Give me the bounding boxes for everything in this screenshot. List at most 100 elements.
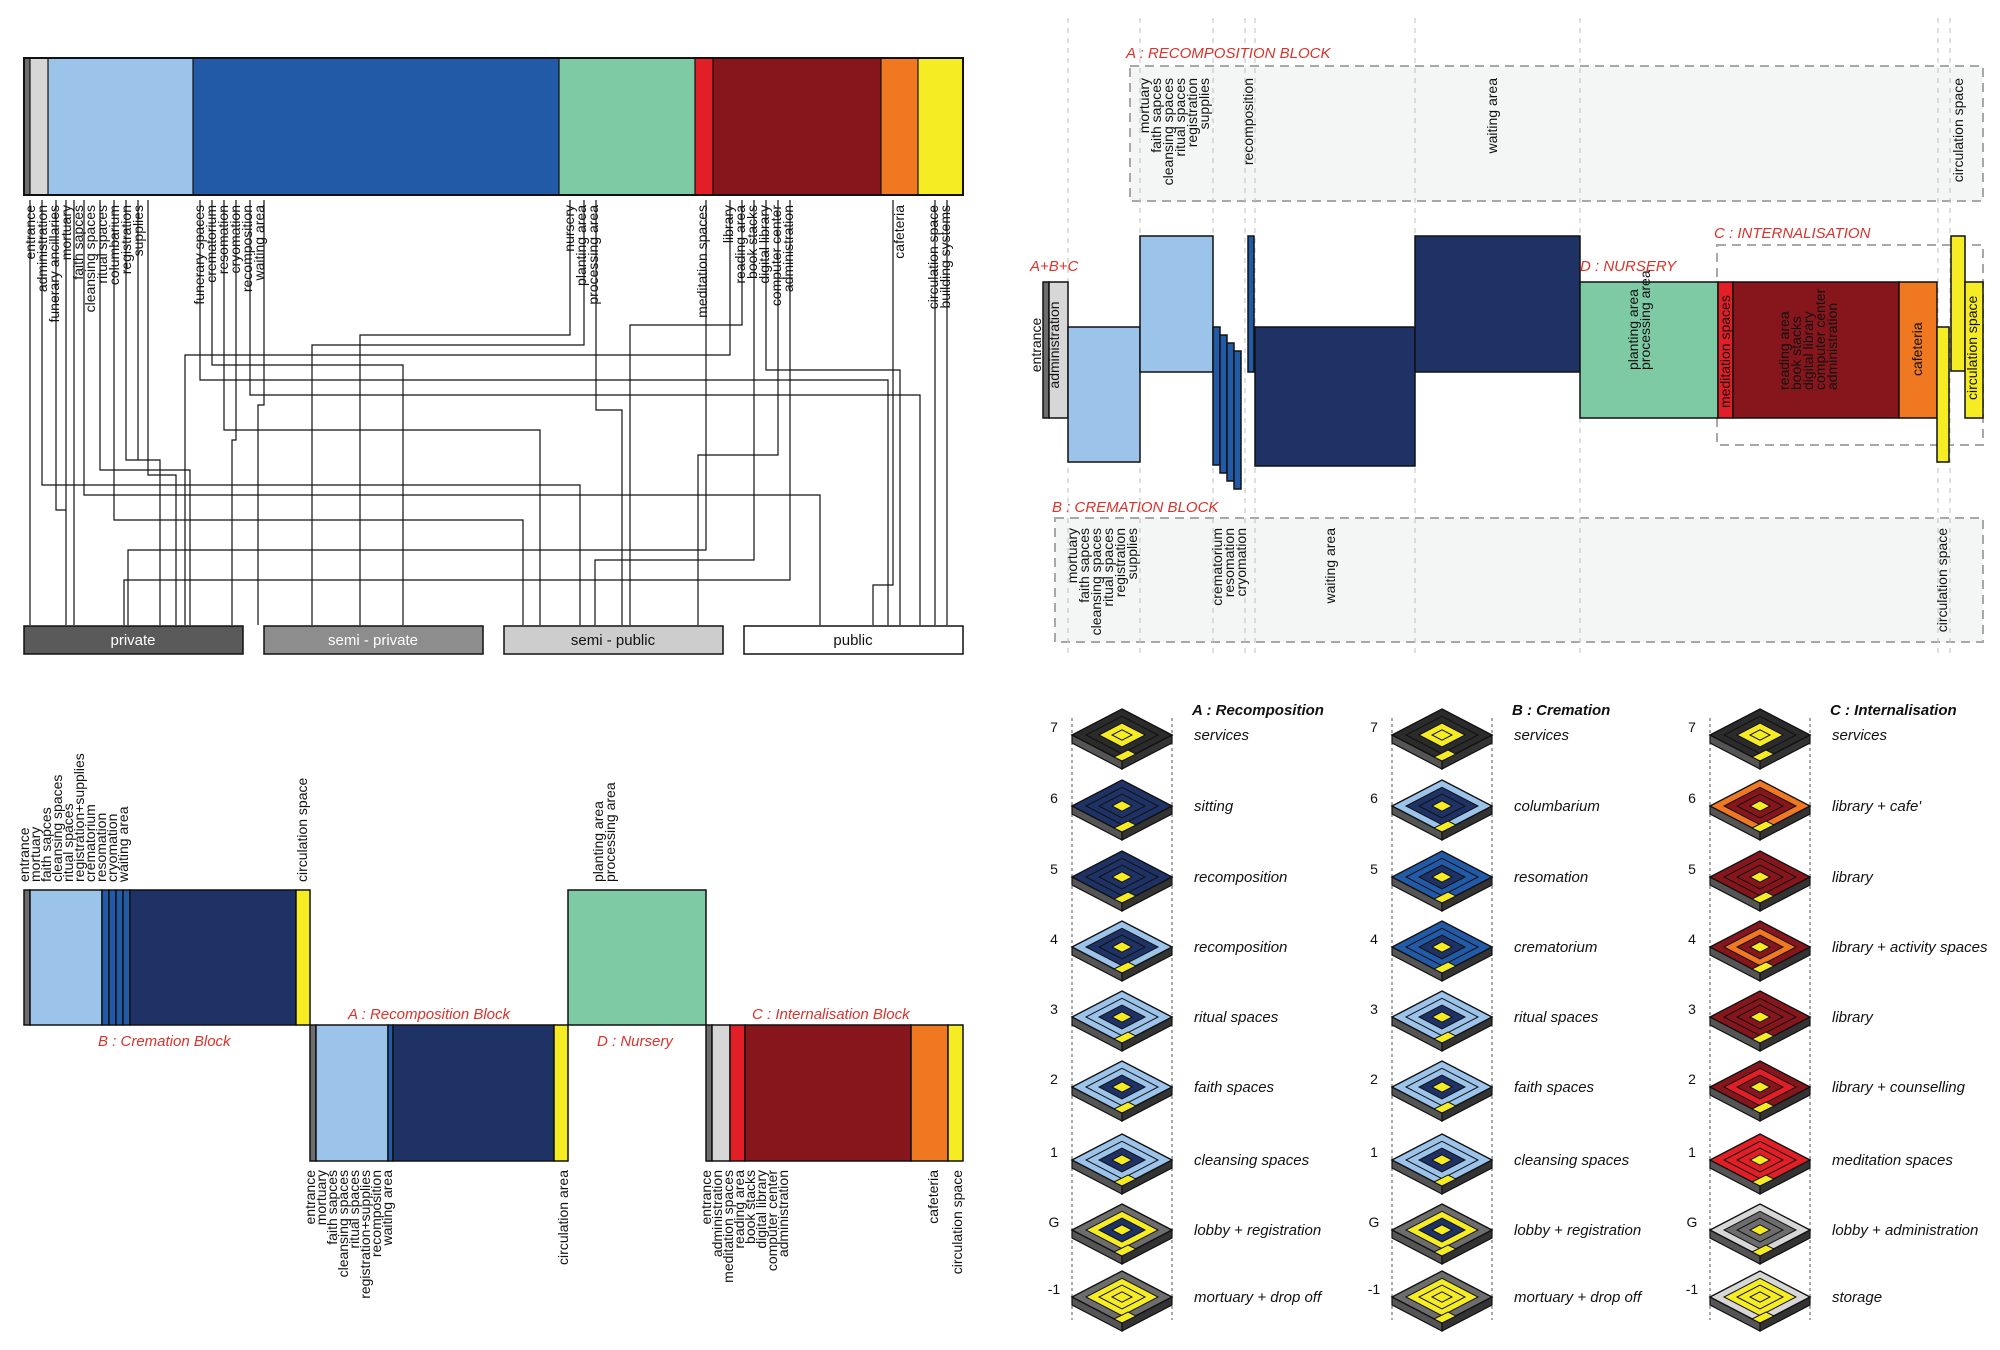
c-block-label: digital library [1800,311,1816,390]
floor-use-label: mortuary + drop off [1194,1289,1323,1306]
floor-use-label: lobby + administration [1832,1222,1978,1239]
bar-meditation [695,58,713,195]
c-block-caption: C : Internalisation Block [752,1006,911,1023]
floor-use-label: services [1514,727,1570,744]
b-extra [122,889,131,1026]
program-label: crematorium [203,205,219,283]
bar-library [713,58,881,195]
bar-cafeteria [881,58,918,195]
floor-use-label: meditation spaces [1832,1152,1953,1169]
program-label: resomation [215,205,231,274]
b-block-label: cleansing spaces [1088,528,1104,635]
c-space-label: reading area [731,1170,747,1249]
floor-plate [1070,1060,1174,1122]
a-block-label: cleansing spaces [1160,78,1176,185]
sec-b-circulation [1936,326,1950,463]
d-block-caption: D : Nursery [597,1033,674,1050]
floor-level-number: 2 [1050,1071,1058,1087]
a-space-label: cleansing spaces [335,1170,351,1277]
b-block-label: cryomation [1233,528,1249,596]
floor-use-label: recomposition [1194,869,1287,886]
block-section-diagram: A : RECOMPOSITION BLOCK B : CREMATION BL… [1028,18,1984,655]
program-area-bar [23,57,964,196]
floor-level-number: 2 [1370,1071,1378,1087]
program-label: cryomation [227,205,243,273]
sec-c-circulation [1964,281,1984,419]
floor-plate [1708,850,1812,912]
floor-level-number: 1 [1050,1144,1058,1160]
floor-plate [1070,1270,1174,1332]
category-semi-private-label: semi - private [328,632,418,649]
a-block-frame [1129,65,1984,202]
program-label: funerary ancillaries [46,205,62,323]
floor-plate [1070,990,1174,1052]
sec-cafeteria [1898,281,1938,419]
b-space-label: faith sapces [38,807,54,882]
c-space-label: administration [709,1170,725,1257]
b-space-label: waiting area [115,806,131,883]
b-space-label: entrance [16,827,32,882]
floor-plate [1390,850,1494,912]
zoning-connector-lines [29,200,948,625]
floor-level-number: 7 [1050,719,1058,735]
floor-level-number: 4 [1370,931,1378,947]
floor-level-number: 5 [1050,861,1058,877]
c-block-label: computer center [1812,289,1828,390]
floor-level-number: G [1687,1214,1698,1230]
floor-plate [1708,1060,1812,1122]
floor-plate [1708,1133,1812,1195]
floor-plate [1390,1133,1494,1195]
program-label: ritual spaces [94,205,110,284]
b-block-label: waiting area [1322,528,1338,605]
d-nursery [567,889,707,1026]
floor-use-label: cleansing spaces [1514,1152,1630,1169]
c-space-label: entrance [698,1170,714,1225]
c-block-label: cafeteria [1909,322,1925,376]
sec-a-circulation [1950,235,1966,372]
floor-plate [1390,1270,1494,1332]
floor-use-label: library [1832,869,1874,886]
program-label: supplies [130,205,146,256]
a-space-label: recomposition [368,1170,384,1257]
a-ancillaries [315,1024,389,1162]
floor-plate [1390,990,1494,1052]
program-label: waiting area [251,205,267,282]
category-semi-private [263,625,484,655]
floor-plate [1070,850,1174,912]
a-space-label: entrance [302,1170,318,1225]
a-circulation [553,1024,569,1162]
a-space-label: registration+supplies [357,1170,373,1299]
floor-plate [1070,779,1174,841]
a-entrance [309,1024,317,1162]
a-block-label: recomposition [1240,78,1256,165]
floor-plate [1070,1203,1174,1265]
floor-use-label: library [1832,1009,1874,1026]
sec-b-step3 [1226,342,1235,482]
bar-funerary-spaces [193,58,559,195]
a-space-label: ritual spaces [346,1170,362,1249]
floor-stack-title: B : Cremation [1512,702,1610,719]
floor-plate [1390,708,1494,770]
floor-level-number: 4 [1050,931,1058,947]
floor-use-label: columbarium [1514,798,1600,815]
a-space-label: faith sapces [324,1170,340,1245]
category-semi-public-label: semi - public [571,632,656,649]
floor-use-label: resomation [1514,869,1588,886]
floor-level-number: 1 [1370,1144,1378,1160]
floor-plate [1708,920,1812,982]
abc-title: A+B+C [1029,258,1079,275]
program-label: cleansing spaces [82,205,98,312]
sec-b-step4 [1233,350,1242,490]
category-public [743,625,964,655]
floor-level-number: 4 [1688,931,1696,947]
floor-use-label: services [1194,727,1250,744]
program-label: digital library [756,205,772,284]
program-label: columbarium [106,205,122,285]
floor-use-label: cleansing spaces [1194,1152,1310,1169]
entry-label: administration [1046,301,1062,388]
floor-use-label: services [1832,727,1888,744]
floor-level-number: 3 [1688,1001,1696,1017]
sec-a-waiting [1414,235,1581,373]
